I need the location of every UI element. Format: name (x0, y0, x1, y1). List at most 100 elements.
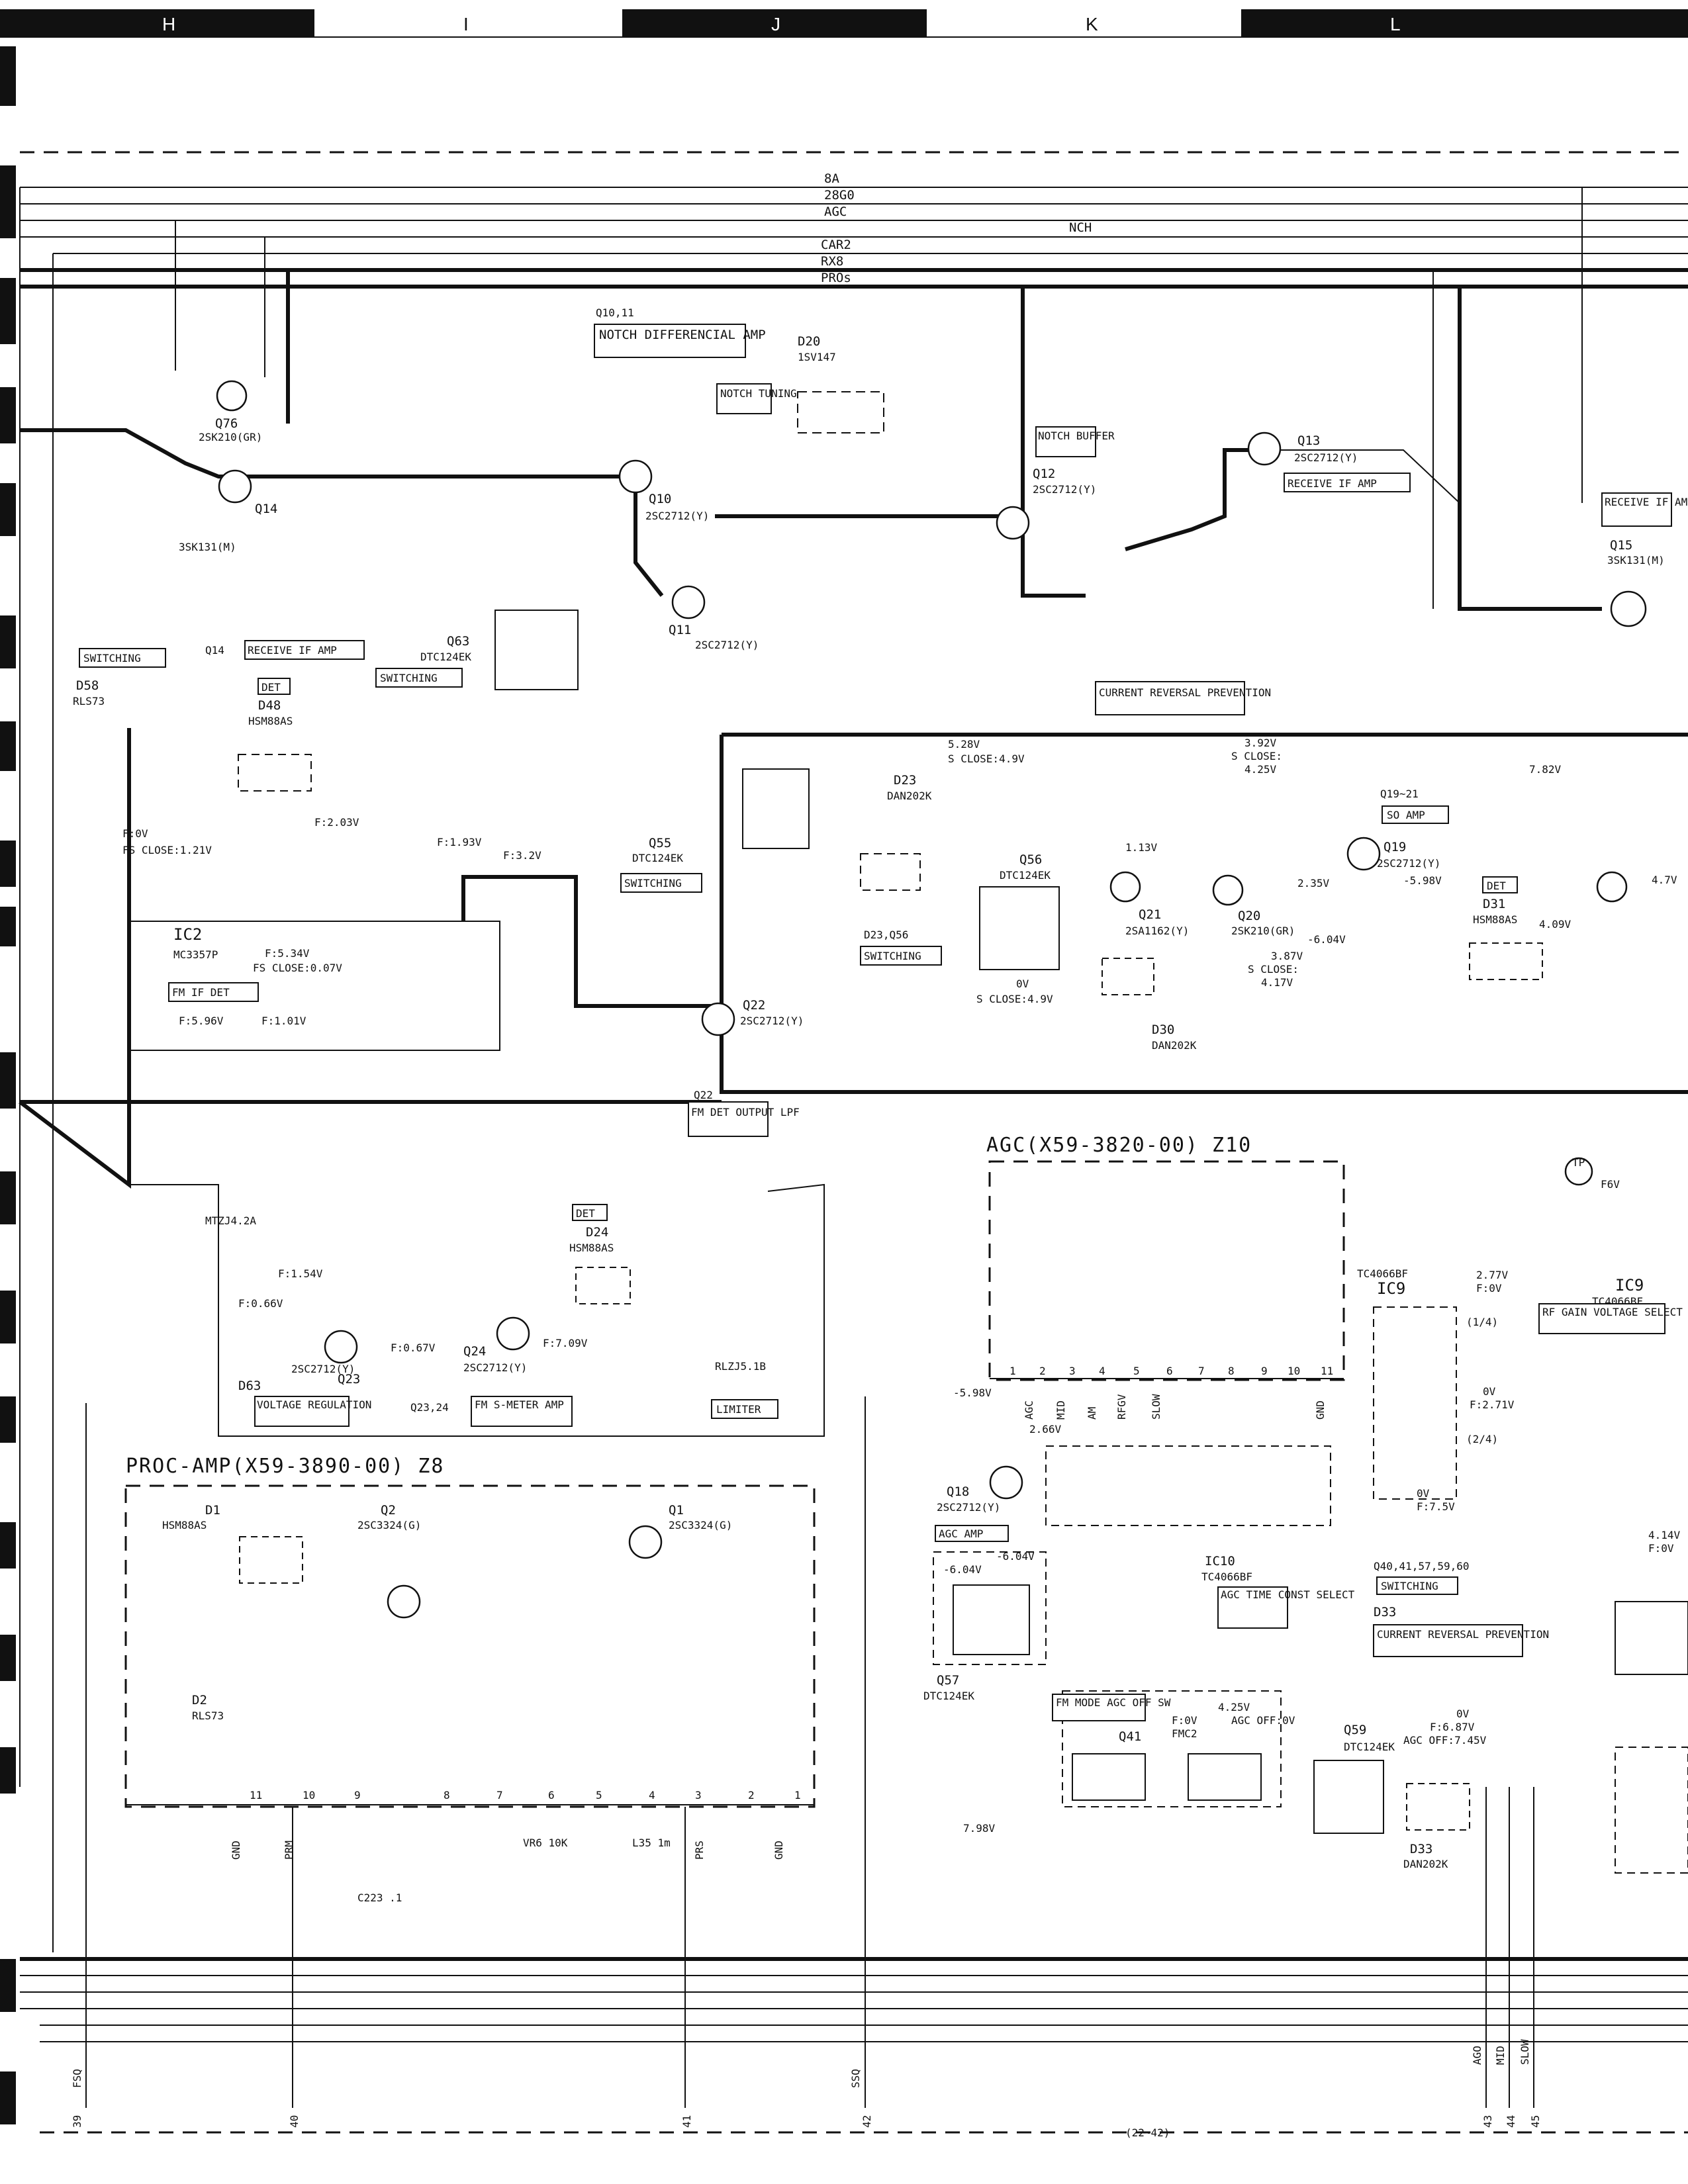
so-amp-box (1382, 805, 1449, 824)
agc-pin-5: 5 (1133, 1365, 1140, 1377)
agc-pin-numbers: 1 2 3 4 5 6 7 8 9 10 11 (1009, 1365, 1333, 1377)
col-label-j: J (771, 14, 780, 34)
q76-ref: Q76 (215, 416, 238, 431)
bottom-pin-43: 43 (1481, 2115, 1494, 2128)
c223-label: C223 .1 (357, 1891, 402, 1904)
proc-pin-8: 8 (444, 1789, 450, 1801)
proc-amp-title: PROC-AMP(X59-3890-00) Z8 (126, 1455, 444, 1478)
col-label-l: L (1390, 14, 1401, 34)
v-q18: -5.98V (953, 1387, 992, 1399)
col-h-band (0, 9, 314, 37)
q18-ref: Q18 (947, 1484, 969, 1499)
d30-part: DAN202K (1152, 1039, 1197, 1052)
col-label-i: I (463, 14, 469, 34)
v-q23b: F:0.66V (238, 1297, 283, 1310)
receive-if-amp-q13-label: RECEIVE IF AMP (1288, 477, 1377, 490)
q41a-box (1072, 1753, 1146, 1801)
agc-pin-11: 11 (1321, 1365, 1333, 1377)
d48-box (238, 754, 312, 792)
ic2-ref: IC2 (173, 925, 202, 944)
proc-amp-pin-numbers: 11 10 9 8 7 6 5 4 3 2 1 (250, 1789, 801, 1801)
bottom-label-ssq: SSQ (849, 2069, 862, 2088)
if-notch-section: Q76 2SK210(GR) Q14 3SK131(M) Q10 2SC2712… (20, 187, 1688, 715)
current-reversal-d33-label: CURRENT REVERSAL PREVENTION (1377, 1628, 1549, 1641)
q10-11-label: Q10,11 (596, 306, 634, 319)
q18-symbol (989, 1465, 1023, 1500)
v-q20d2: S CLOSE: (1248, 963, 1299, 976)
v-q23: F:1.54V (278, 1267, 323, 1280)
agc-title: AGC(X59-3820-00) Z10 (986, 1134, 1252, 1157)
v-d58b: FS CLOSE:1.21V (122, 844, 212, 856)
ic2-v4: F:1.01V (261, 1015, 306, 1027)
det-d48-label: DET (261, 681, 281, 694)
v-ic2c: F:3.2V (503, 849, 541, 862)
q14-symbol (218, 469, 252, 504)
q12-part: 2SC2712(Y) (1033, 483, 1096, 496)
v-q57b: -6.04V (996, 1550, 1035, 1563)
q57-ref: Q57 (937, 1673, 959, 1688)
q13-part: 2SC2712(Y) (1294, 451, 1358, 464)
proc-pin-2: 2 (748, 1789, 755, 1801)
ic10-boundary (1045, 1445, 1331, 1526)
v-q21c: 4.25V (1244, 763, 1277, 776)
q76-symbol (216, 380, 248, 412)
proc-gnd-left: GND (230, 1841, 242, 1860)
q11-symbol (671, 585, 706, 619)
d33-box (1406, 1783, 1470, 1831)
v-ic9a: 2.77V (1476, 1269, 1509, 1281)
d31-box (1469, 942, 1543, 980)
q63-box (494, 610, 579, 690)
det-d24-box (572, 1204, 608, 1221)
q12-ref: Q12 (1033, 467, 1055, 481)
q59-ref: Q59 (1344, 1723, 1366, 1737)
v-d31: 4.09V (1539, 918, 1571, 931)
bottom-label-slow: SLOW (1519, 2039, 1531, 2065)
notch-diff-amp-box (594, 324, 746, 358)
fm-if-section: IC2 MC3357P FM IF DET F:5.34V FS CLOSE:0… (19, 678, 1688, 1189)
receive-if-amp-q13-box (1284, 473, 1411, 492)
col-label-h: H (162, 14, 175, 34)
fm-s-meter-box (471, 1396, 573, 1427)
q56-part: DTC124EK (1000, 869, 1051, 882)
d33-part: DAN202K (1403, 1858, 1448, 1870)
d30-box (1102, 958, 1154, 995)
d20-part: 1SV147 (798, 351, 836, 363)
proc-pin-7: 7 (496, 1789, 503, 1801)
rf-gain-select-box (1538, 1303, 1665, 1334)
det-d24-label: DET (576, 1207, 595, 1220)
v-q21e: 1.13V (1125, 841, 1158, 854)
v-rb: F:0V (1648, 1542, 1674, 1555)
q14-tag: Q14 (205, 644, 224, 657)
q23-24-tag: Q23,24 (410, 1401, 449, 1414)
fm-mode-agc-off-label: FM MODE AGC OFF SW (1056, 1696, 1171, 1709)
switching-q55-label: SWITCHING (624, 877, 682, 889)
limiter-label: LIMITER (716, 1403, 761, 1416)
bus-label-rx8: RX8 (821, 254, 843, 269)
rf-gain-select-label: RF GAIN VOLTAGE SELECT (1542, 1306, 1683, 1318)
d23-ref: D23 (894, 773, 916, 788)
q20-symbol (1212, 874, 1244, 906)
notch-buffer-box (1035, 426, 1096, 457)
ic10-ref: IC10 (1205, 1554, 1235, 1569)
q23-symbol (324, 1330, 358, 1364)
bottom-pin-45: 45 (1529, 2115, 1542, 2128)
q1-ref: Q1 (669, 1503, 684, 1518)
tp-symbol (1564, 1157, 1593, 1186)
ic2-desc-box (168, 982, 259, 1002)
d58-part: RLS73 (73, 695, 105, 707)
q55-part: DTC124EK (632, 852, 683, 864)
q41-ref: Q41 (1119, 1729, 1141, 1744)
ic2-desc: FM IF DET (172, 986, 230, 999)
v-tp: F6V (1601, 1178, 1620, 1191)
notch-diff-amp-label: NOTCH DIFFERENCIAL AMP (599, 328, 766, 342)
q24-part: 2SC2712(Y) (463, 1361, 527, 1374)
switching-d23-label: SWITCHING (864, 950, 921, 962)
q23-part: 2SC2712(Y) (291, 1363, 355, 1375)
receive-if-amp-q15-label: RECEIVE IF AMP (1605, 496, 1688, 508)
q60-box (1615, 1601, 1688, 1675)
bottom-pin-39: 39 (71, 2115, 83, 2128)
ic10-part: TC4066BF (1201, 1570, 1252, 1583)
q24-ref: Q24 (463, 1344, 486, 1359)
agc-pin-am: AM (1086, 1407, 1098, 1420)
agc-amp-label: AGC AMP (939, 1527, 983, 1540)
